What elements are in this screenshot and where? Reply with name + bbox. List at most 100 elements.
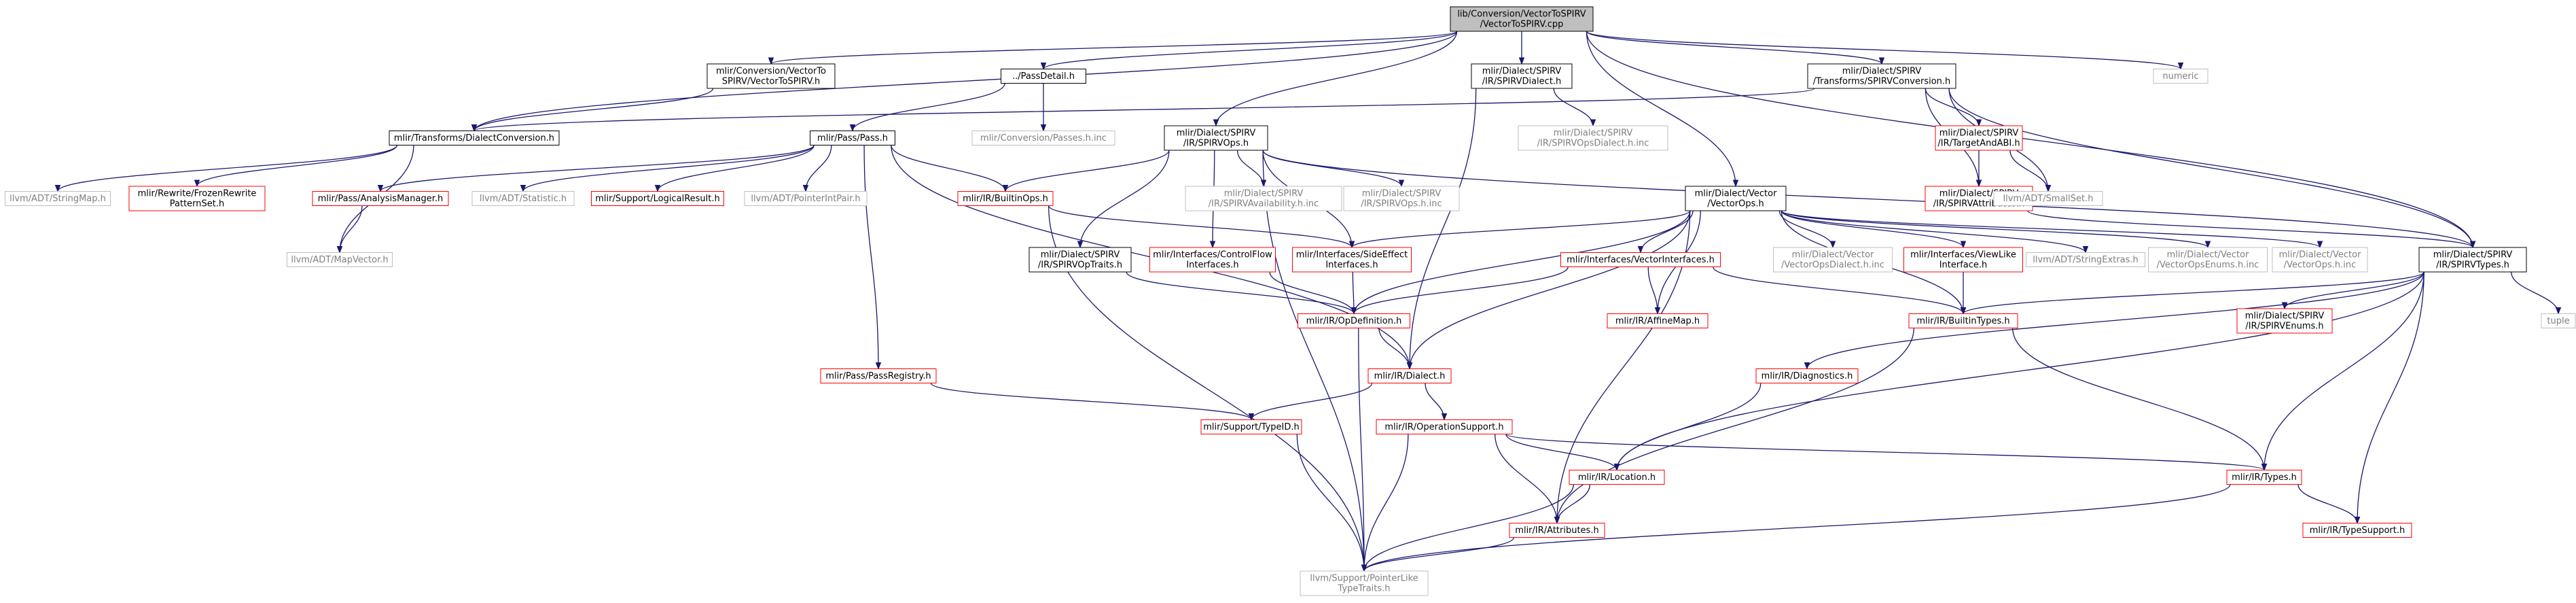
edge-root-to-numeric <box>1586 31 2181 70</box>
node-box-statistic <box>471 191 575 206</box>
arrowhead-root-to-vectorops <box>1732 179 1739 188</box>
edge-spirvops-to-builtinops <box>1005 150 1170 192</box>
node-dialecth[interactable]: mlir/IR/Dialect.h <box>1367 368 1452 383</box>
arrowhead-root-to-passdetail <box>1040 63 1047 70</box>
edge-spirvops-to-availinc <box>1236 150 1264 187</box>
node-box-convpasses <box>971 131 1115 145</box>
edge-controlflow-to-opdefinition <box>1269 271 1355 314</box>
node-label-spirvenums-line-0: mlir/Dialect/SPIRV <box>2245 311 2325 322</box>
arrowhead-passh-to-pointerintpair <box>802 185 809 192</box>
node-optraits[interactable]: mlir/Dialect/SPIRV/IR/SPIRVOpTraits.h <box>1028 247 1132 273</box>
edge-typeid-to-pointerlike <box>1296 434 1365 572</box>
node-vectorops[interactable]: mlir/Dialect/Vector/VectorOps.h <box>1685 186 1787 211</box>
node-passh[interactable]: mlir/Pass/Pass.h <box>810 131 895 145</box>
node-diagnostics[interactable]: mlir/IR/Diagnostics.h <box>1755 368 1859 383</box>
arrowhead-spirvops-to-builtinops <box>1002 185 1009 192</box>
node-box-logicalresult <box>591 191 724 206</box>
node-label-passh-line-0: mlir/Pass/Pass.h <box>817 133 888 143</box>
edge-root-to-vectorops <box>1586 31 1736 187</box>
edge-opsupport-to-typesh <box>1505 433 2265 471</box>
arrowhead-passdetail-to-convpasses <box>1040 124 1047 132</box>
edge-passh-to-statistic <box>522 145 815 192</box>
edge-builtintypes-to-typesh <box>2012 328 2265 470</box>
node-vectoropsinc: mlir/Dialect/Vector/VectorOps.h.inc <box>2272 247 2368 273</box>
node-label-passdetail-line-0: ../PassDetail.h <box>1012 71 1075 82</box>
node-spirvenums[interactable]: mlir/Dialect/SPIRV/IR/SPIRVEnums.h <box>2236 308 2333 334</box>
node-label-pointerintpair-line-0: llvm/ADT/PointerIntPair.h <box>751 194 860 204</box>
node-typeid[interactable]: mlir/Support/TypeID.h <box>1200 419 1302 434</box>
node-label-spirvops-line-0: mlir/Dialect/SPIRV <box>1177 128 1256 139</box>
arrowhead-root-to-numeric <box>2177 63 2184 70</box>
node-spirvops[interactable]: mlir/Dialect/SPIRV/IR/SPIRVOps.h <box>1164 125 1268 151</box>
node-attributes[interactable]: mlir/IR/Attributes.h <box>1509 523 1605 538</box>
node-logicalresult[interactable]: mlir/Support/LogicalResult.h <box>591 191 724 206</box>
edge-vectorinterfaces-to-opdefinition <box>1353 266 1569 314</box>
edge-spirvattr-to-spirvtypes <box>2027 210 2473 248</box>
node-box-vectoropsinc <box>2272 247 2368 273</box>
node-label-spirvenums-line-1: /IR/SPIRVEnums.h <box>2245 322 2323 332</box>
node-box-pointerintpair <box>744 191 867 206</box>
edge-opsupport-to-location <box>1505 434 1617 470</box>
node-label-availinc-line-1: /IR/SPIRVAvailability.h.inc <box>1209 199 1319 209</box>
node-spirvconv[interactable]: mlir/Dialect/SPIRV/Transforms/SPIRVConve… <box>1807 63 1956 89</box>
node-label-dialecth-line-0: mlir/IR/Dialect.h <box>1374 371 1446 381</box>
node-location[interactable]: mlir/IR/Location.h <box>1569 470 1665 485</box>
arrowhead-passdetail-to-passh <box>849 124 856 132</box>
node-spirvdialect[interactable]: mlir/Dialect/SPIRV/IR/SPIRVDialect.h <box>1471 63 1573 89</box>
node-label-vectordialectinc-line-0: mlir/Dialect/Vector <box>1792 250 1875 260</box>
arrowhead-passh-to-passregistry <box>875 362 882 370</box>
node-passdetail[interactable]: ../PassDetail.h <box>1001 69 1086 84</box>
node-label-root-line-0: lib/Conversion/VectorToSPIRV <box>1457 10 1586 20</box>
node-box-opsinc <box>1343 186 1460 211</box>
node-label-spirvconv-line-0: mlir/Dialect/SPIRV <box>1842 67 1922 77</box>
node-mapvector: llvm/ADT/MapVector.h <box>287 252 393 267</box>
node-box-passh <box>810 131 895 145</box>
node-label-spirvops-line-1: /IR/SPIRVOps.h <box>1183 139 1249 149</box>
node-affinemap[interactable]: mlir/IR/AffineMap.h <box>1607 313 1709 328</box>
node-opdefinition[interactable]: mlir/IR/OpDefinition.h <box>1298 313 1410 328</box>
node-label-pointerlike-line-0: llvm/Support/PointerLike <box>1310 574 1418 584</box>
node-root[interactable]: lib/Conversion/VectorToSPIRV/VectorToSPI… <box>1450 6 1594 32</box>
arrowhead-vectorops-to-vectordialectinc <box>1829 241 1836 249</box>
node-builtinops[interactable]: mlir/IR/BuiltinOps.h <box>957 191 1054 206</box>
node-label-targetabi-line-0: mlir/Dialect/SPIRV <box>1939 128 2019 139</box>
edge-builtinops-to-sideeffect <box>1048 205 1353 248</box>
node-label-frozen-line-0: mlir/Rewrite/FrozenRewrite <box>138 189 257 199</box>
node-opsupport[interactable]: mlir/IR/OperationSupport.h <box>1376 419 1513 434</box>
node-dialectconv[interactable]: mlir/Transforms/DialectConversion.h <box>389 131 560 145</box>
node-box-vectordialectinc <box>1773 247 1893 273</box>
arrowhead-vectorops-to-sideeffect <box>1348 241 1355 249</box>
node-vectorinterfaces[interactable]: mlir/Interfaces/VectorInterfaces.h <box>1560 252 1721 267</box>
node-analysismgr[interactable]: mlir/Pass/AnalysisManager.h <box>312 191 449 206</box>
node-box-opsupport <box>1376 419 1513 434</box>
arrowhead-passh-to-logicalresult <box>654 185 661 192</box>
node-typesupport[interactable]: mlir/IR/TypeSupport.h <box>2302 523 2412 538</box>
edge-root-to-spirvops <box>1215 31 1458 126</box>
edge-spirvdialect-to-opsdialectinc <box>1553 88 1594 126</box>
edge-vectorops-to-vectorenums <box>1781 210 2208 248</box>
node-box-mapvector <box>287 252 393 267</box>
node-box-smallset <box>1993 191 2103 206</box>
node-box-sideeffect <box>1292 247 1412 273</box>
node-spirvtypes[interactable]: mlir/Dialect/SPIRV/IR/SPIRVTypes.h <box>2418 247 2527 273</box>
node-label-convpasses-line-0: mlir/Conversion/Passes.h.inc <box>980 133 1107 143</box>
arrowhead-opdefinition-to-dialecth <box>1406 362 1413 370</box>
node-vts_h[interactable]: mlir/Conversion/VectorToSPIRV/VectorToSP… <box>706 63 836 89</box>
arrowhead-spirvtypes-to-tuple <box>2555 307 2562 315</box>
edge-root-to-vts_h <box>770 31 1458 65</box>
arrowhead-spirvconv-to-targetabi <box>1975 119 1982 127</box>
node-numeric: numeric <box>2153 69 2208 84</box>
node-label-spirvconv-line-1: /Transforms/SPIRVConversion.h <box>1813 77 1951 87</box>
node-typesh[interactable]: mlir/IR/Types.h <box>2226 470 2302 485</box>
node-box-controlflow <box>1149 247 1276 273</box>
node-targetabi[interactable]: mlir/Dialect/SPIRV/IR/TargetAndABI.h <box>1935 125 2023 151</box>
node-passregistry[interactable]: mlir/Pass/PassRegistry.h <box>820 368 937 383</box>
arrowhead-spirvconv-to-dialectconv <box>471 124 478 132</box>
node-label-statistic-line-0: llvm/ADT/Statistic.h <box>480 194 567 204</box>
node-builtintypes[interactable]: mlir/IR/BuiltinTypes.h <box>1908 313 2018 328</box>
